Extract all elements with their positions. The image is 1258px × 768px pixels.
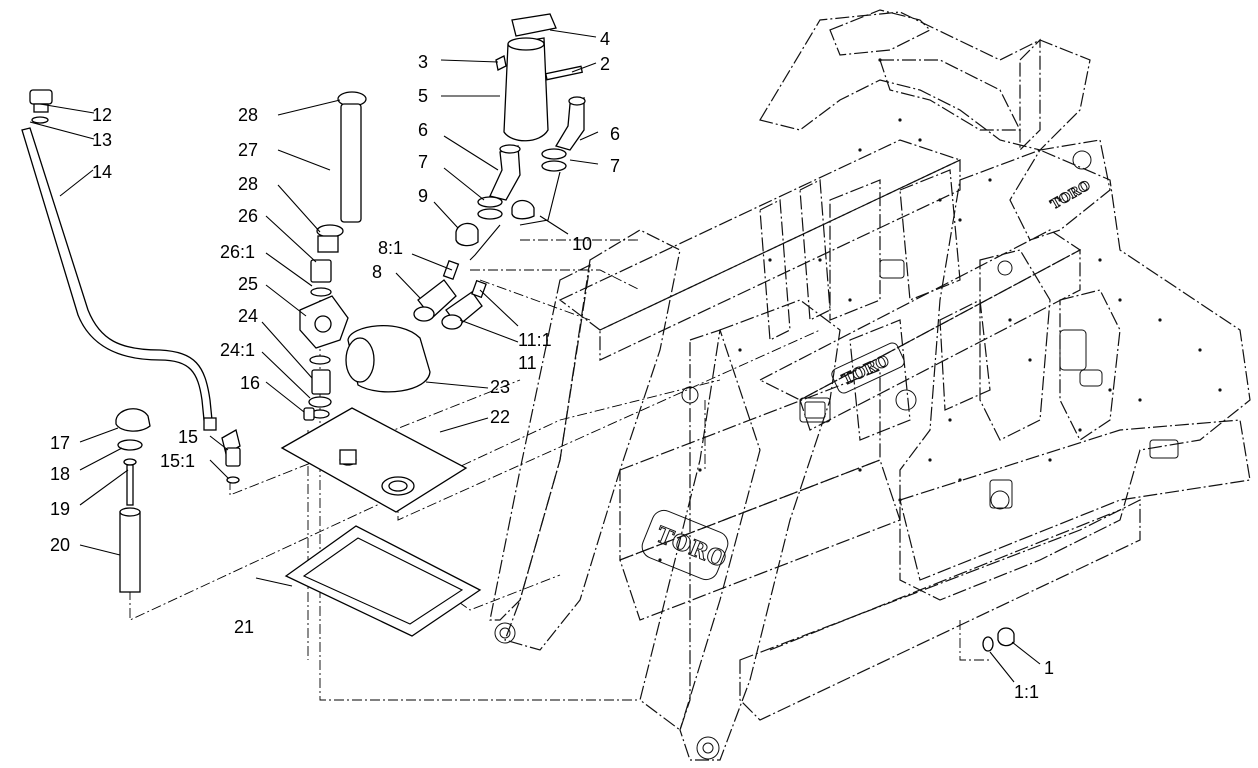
callout-3: 3 bbox=[418, 52, 428, 72]
callout-15: 15 bbox=[178, 427, 198, 447]
drain-plug bbox=[982, 627, 1015, 652]
callout-7-left: 7 bbox=[418, 152, 428, 172]
suction-hose bbox=[316, 91, 367, 253]
filler-cap-assembly bbox=[115, 408, 151, 593]
callout-19: 19 bbox=[50, 499, 70, 519]
callout-14: 14 bbox=[92, 162, 112, 182]
quick-couplers bbox=[413, 259, 487, 330]
callout-23: 23 bbox=[490, 377, 510, 397]
callout-6-left: 6 bbox=[418, 120, 428, 140]
callout-16: 16 bbox=[240, 373, 260, 393]
callout-25: 25 bbox=[238, 274, 258, 294]
reservoir-cover-plate bbox=[280, 407, 468, 513]
valve-handle-assembly bbox=[495, 13, 584, 142]
callout-10: 10 bbox=[572, 234, 592, 254]
callout-21: 21 bbox=[234, 617, 254, 637]
callout-26-1: 26:1 bbox=[220, 242, 255, 262]
svg-text:TORO: TORO bbox=[652, 522, 729, 573]
callout-28-bottom: 28 bbox=[238, 174, 258, 194]
callout-1: 1 bbox=[1044, 658, 1054, 678]
svg-text:TORO: TORO bbox=[1048, 178, 1093, 213]
frame-logo-side: TORO bbox=[1048, 178, 1094, 214]
callout-17: 17 bbox=[50, 433, 70, 453]
elbow-fitting bbox=[221, 429, 241, 484]
callout-22: 22 bbox=[490, 407, 510, 427]
callout-12: 12 bbox=[92, 105, 112, 125]
leader-lines bbox=[29, 29, 1041, 683]
callout-24-1: 24:1 bbox=[220, 340, 255, 360]
dipstick-tube-assembly bbox=[21, 89, 217, 431]
frame-logo-front: TORO bbox=[641, 509, 730, 581]
valve-lines bbox=[455, 96, 586, 261]
callout-7-right: 7 bbox=[610, 156, 620, 176]
callout-27: 27 bbox=[238, 140, 258, 160]
callout-18: 18 bbox=[50, 464, 70, 484]
callout-5: 5 bbox=[418, 86, 428, 106]
callout-13: 13 bbox=[92, 130, 112, 150]
callout-24: 24 bbox=[238, 306, 258, 326]
callout-4: 4 bbox=[600, 29, 610, 49]
callout-15-1: 15:1 bbox=[160, 451, 195, 471]
callout-8-1: 8:1 bbox=[378, 238, 403, 258]
callout-6-right: 6 bbox=[610, 124, 620, 144]
callout-11: 11 bbox=[518, 353, 537, 373]
callout-labels: 1 1:1 2 3 4 5 6 6 7 7 8 8:1 9 10 11 11:1… bbox=[50, 29, 1054, 702]
filter-head-assembly bbox=[299, 259, 349, 421]
callout-11-1: 11:1 bbox=[518, 330, 552, 350]
hydraulic-filter bbox=[345, 325, 431, 393]
callout-26: 26 bbox=[238, 206, 258, 226]
reservoir-gasket bbox=[284, 525, 482, 637]
callout-9: 9 bbox=[418, 186, 428, 206]
callout-2: 2 bbox=[600, 54, 610, 74]
callout-28-top: 28 bbox=[238, 105, 258, 125]
callout-1-1: 1:1 bbox=[1014, 682, 1039, 702]
callout-20: 20 bbox=[50, 535, 70, 555]
callout-8: 8 bbox=[372, 262, 382, 282]
machine-frame: TORO TORO TORO bbox=[489, 9, 1251, 761]
